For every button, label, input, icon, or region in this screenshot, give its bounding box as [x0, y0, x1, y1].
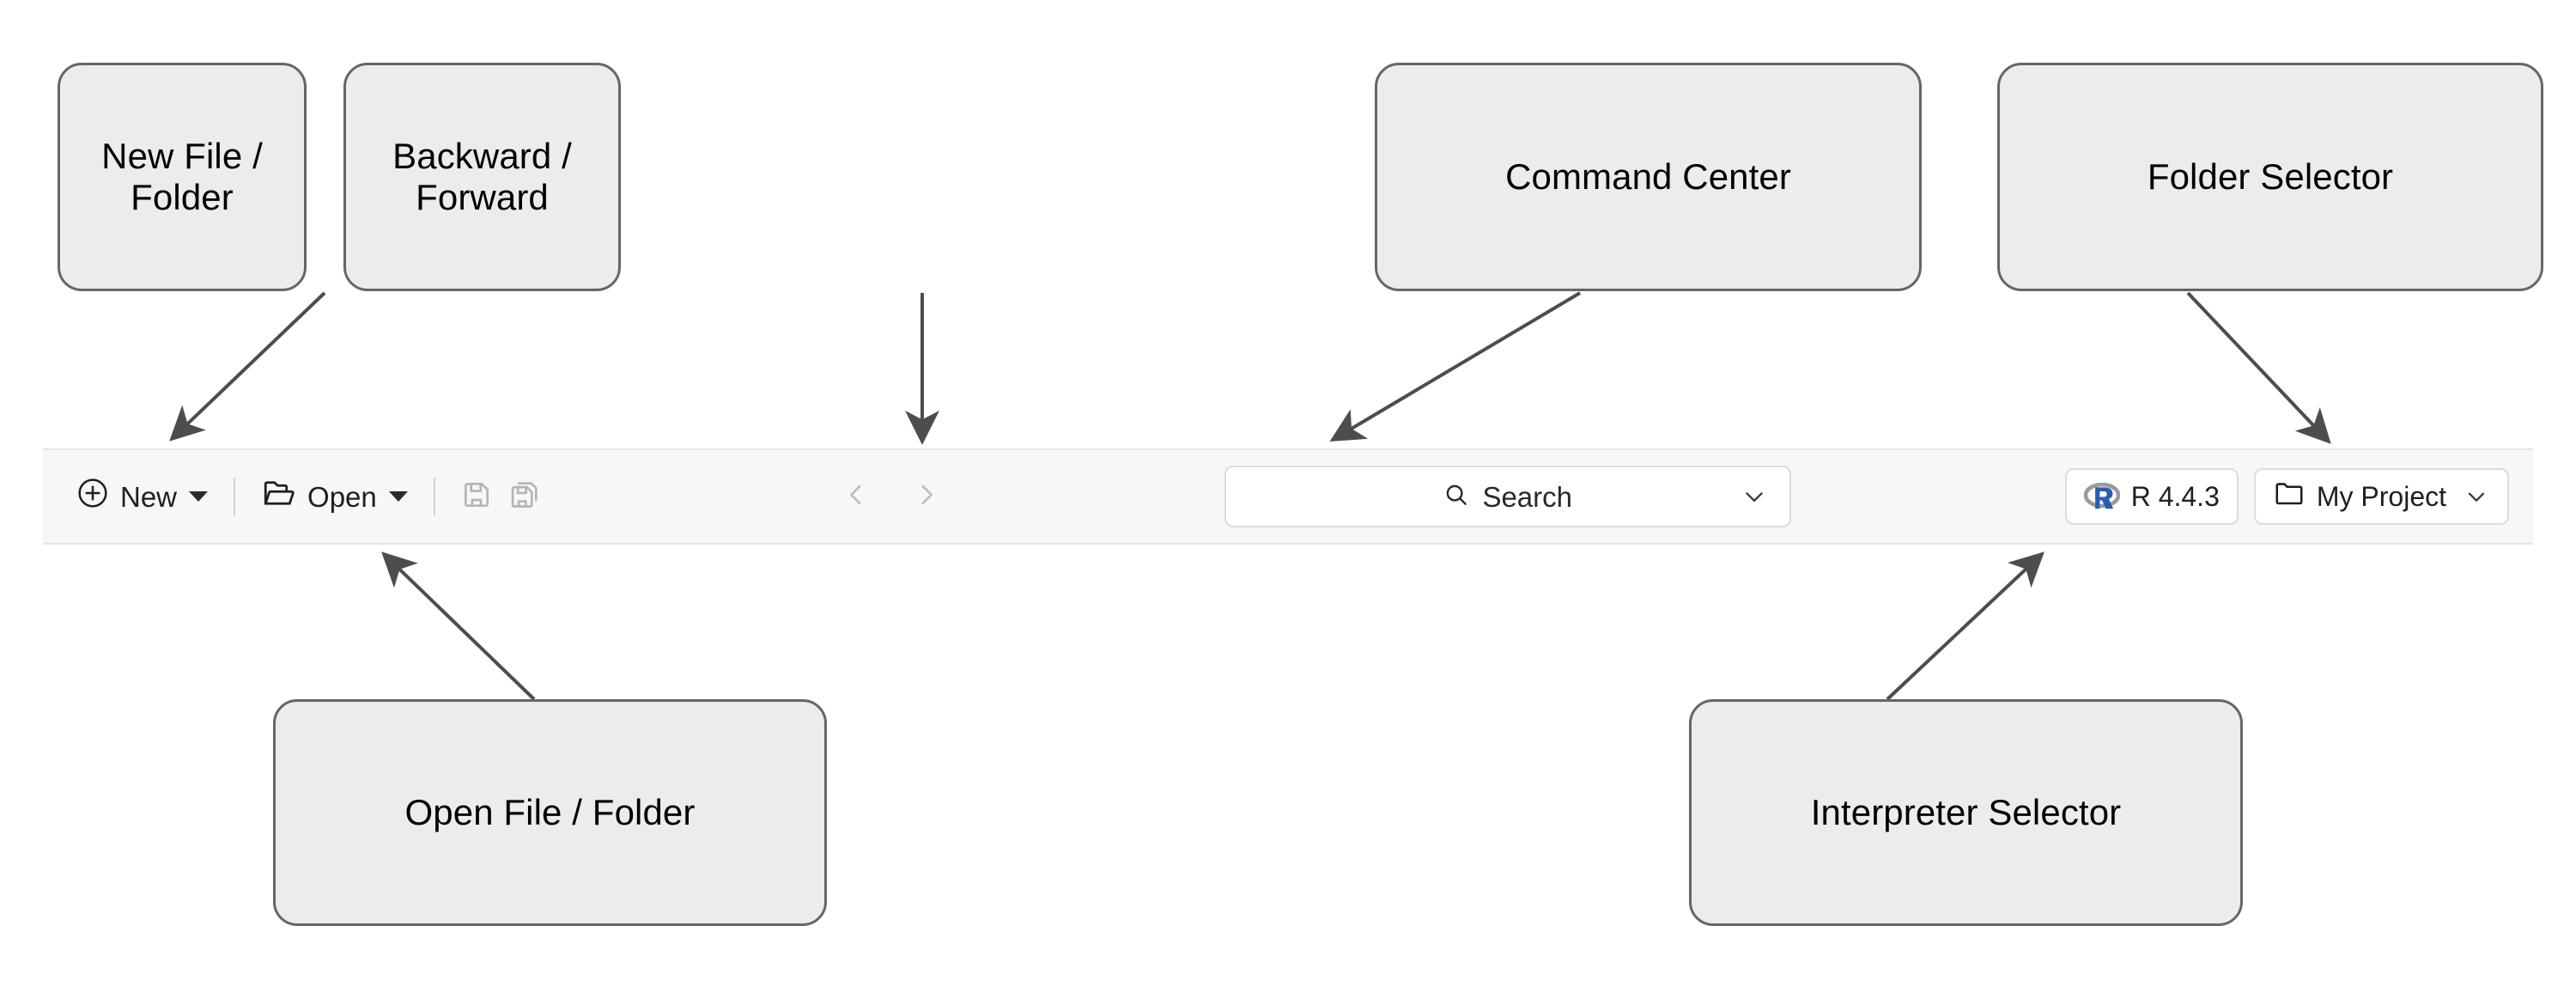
- save-icon: [460, 478, 493, 515]
- interpreter-selector-button[interactable]: R 4.4.3: [2064, 468, 2239, 525]
- caret-down-icon: [388, 491, 408, 502]
- arrow-interpreter-selector: [1886, 551, 2044, 701]
- r-logo-icon: [2083, 482, 2120, 511]
- callout-folder-selector: Folder Selector: [1997, 63, 2543, 291]
- callout-open-file-folder: Open File / Folder: [273, 699, 827, 926]
- folder-icon: [2273, 477, 2306, 516]
- forward-button[interactable]: [902, 472, 951, 521]
- toolbar-left-group: New Open: [67, 470, 951, 523]
- chevron-down-icon[interactable]: [1740, 482, 1769, 511]
- callout-backward-forward: Backward / Forward: [343, 63, 621, 291]
- arrow-open-file-folder: [381, 551, 536, 701]
- caret-down-icon: [189, 491, 209, 502]
- toolbar-divider: [433, 478, 435, 515]
- folder-open-icon: [261, 475, 297, 518]
- chevron-down-icon[interactable]: [2463, 483, 2490, 510]
- callout-label: New File / Folder: [101, 135, 263, 217]
- save-all-icon: [508, 478, 541, 515]
- arrow-new-file-folder: [169, 291, 326, 442]
- callout-label: Interpreter Selector: [1810, 791, 2122, 832]
- app-toolbar: New Open: [43, 448, 2533, 545]
- callout-interpreter-selector: Interpreter Selector: [1689, 699, 2243, 926]
- arrow-folder-selector: [2186, 291, 2331, 444]
- interpreter-label: R 4.4.3: [2130, 481, 2220, 512]
- chevron-right-icon: [912, 480, 941, 514]
- callout-label: Backward / Forward: [392, 135, 572, 217]
- toolbar-divider: [234, 478, 236, 515]
- toolbar-right-group: R 4.4.3 My Project: [2064, 468, 2509, 525]
- save-button[interactable]: [453, 472, 501, 521]
- callout-new-file-folder: New File / Folder: [58, 63, 307, 291]
- chevron-left-icon: [841, 480, 871, 514]
- callout-label: Folder Selector: [2147, 155, 2394, 197]
- search-input[interactable]: Search: [1224, 466, 1791, 527]
- save-all-button[interactable]: [501, 472, 549, 521]
- open-button-label: Open: [307, 480, 377, 513]
- folder-selector-button[interactable]: My Project: [2253, 468, 2509, 525]
- arrow-command-center: [1329, 291, 1582, 442]
- back-button[interactable]: [832, 472, 880, 521]
- callout-command-center: Command Center: [1375, 63, 1922, 291]
- search-icon: [1443, 481, 1470, 513]
- search-input-inner: Search: [1226, 481, 1789, 513]
- folder-label: My Project: [2316, 481, 2446, 512]
- plus-circle-icon: [76, 476, 110, 517]
- new-button-label: New: [120, 480, 178, 513]
- new-button[interactable]: New: [67, 471, 216, 522]
- callout-label: Open File / Folder: [404, 791, 696, 832]
- search-placeholder: Search: [1482, 480, 1572, 513]
- toolbar-center-group: Search: [951, 466, 2065, 527]
- callout-label: Command Center: [1505, 155, 1791, 197]
- open-button[interactable]: Open: [252, 470, 416, 523]
